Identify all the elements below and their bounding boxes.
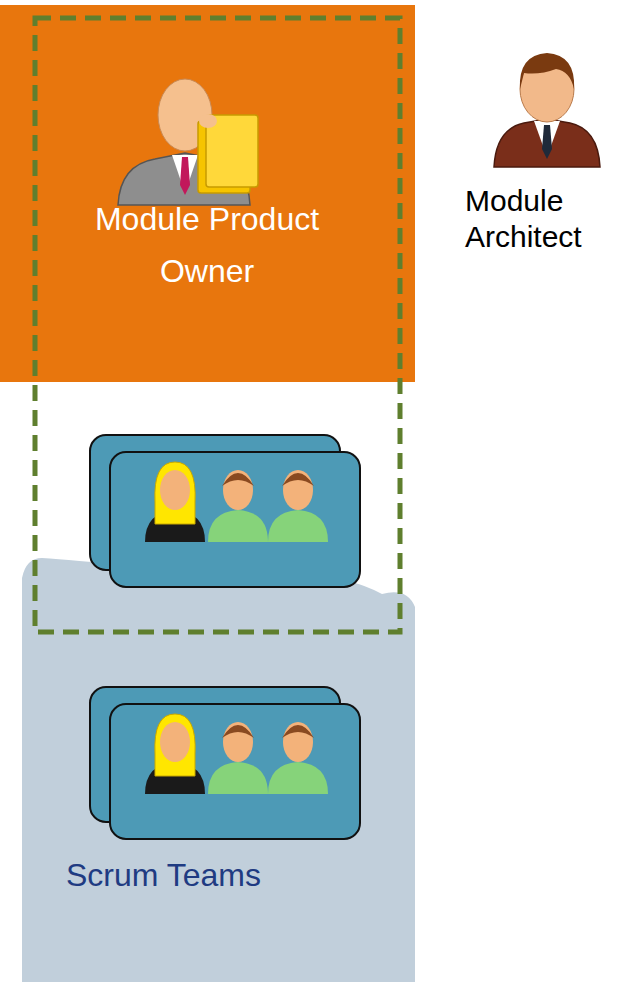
architect-icon (490, 45, 605, 170)
person-hair (282, 725, 314, 738)
team-card (110, 452, 360, 587)
node-label: Scrum Teams (66, 855, 396, 895)
owner-icon (110, 73, 270, 213)
node-label: Module Product Owner (57, 193, 357, 297)
person-hair (222, 473, 254, 486)
person-head (160, 722, 190, 762)
team-card (110, 704, 360, 839)
person-hair (155, 462, 195, 524)
person-head (283, 722, 313, 762)
person-hair (155, 714, 195, 776)
person-body (268, 762, 328, 794)
person-head (223, 470, 253, 510)
scrum-team-icon (90, 687, 360, 839)
product-owner-box: Module Product Owner (0, 5, 415, 382)
person-body (268, 510, 328, 542)
scrum-team-icon (90, 435, 360, 587)
person-head (283, 470, 313, 510)
person-head (160, 470, 190, 510)
person-body (208, 510, 268, 542)
person-hair (282, 473, 314, 486)
grouping-outline (35, 18, 400, 632)
node-label: Module Architect (465, 183, 615, 255)
person-head (223, 722, 253, 762)
architect-figure: Module Architect (455, 40, 620, 280)
person-body (208, 762, 268, 794)
person-hair (222, 725, 254, 738)
